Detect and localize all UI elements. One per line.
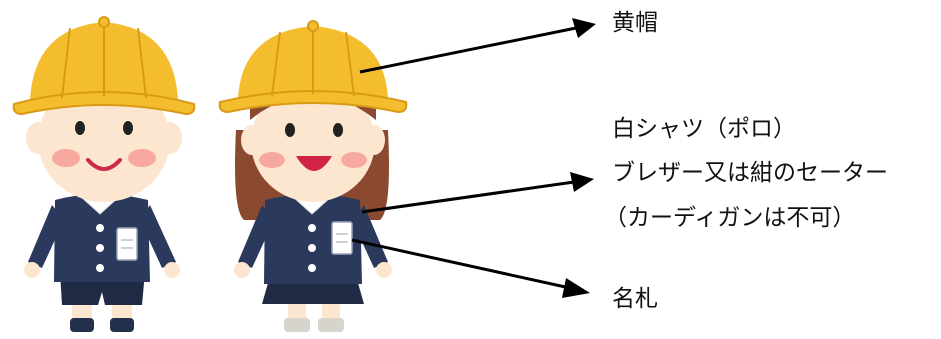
label-no-cardigan: （カーディガンは不可） xyxy=(604,205,856,231)
label-yellow-hat: 黄帽 xyxy=(612,10,658,36)
arrow-blazer xyxy=(361,172,594,214)
label-blazer-or-sweater: ブレザー又は紺のセーター xyxy=(612,160,888,186)
arrow-nametag xyxy=(351,238,590,298)
arrow-hat xyxy=(359,18,596,74)
label-name-tag: 名札 xyxy=(612,286,658,312)
label-white-shirt: 白シャツ（ポロ） xyxy=(612,116,796,142)
boy-figure xyxy=(12,16,196,332)
girl-figure xyxy=(218,20,408,332)
